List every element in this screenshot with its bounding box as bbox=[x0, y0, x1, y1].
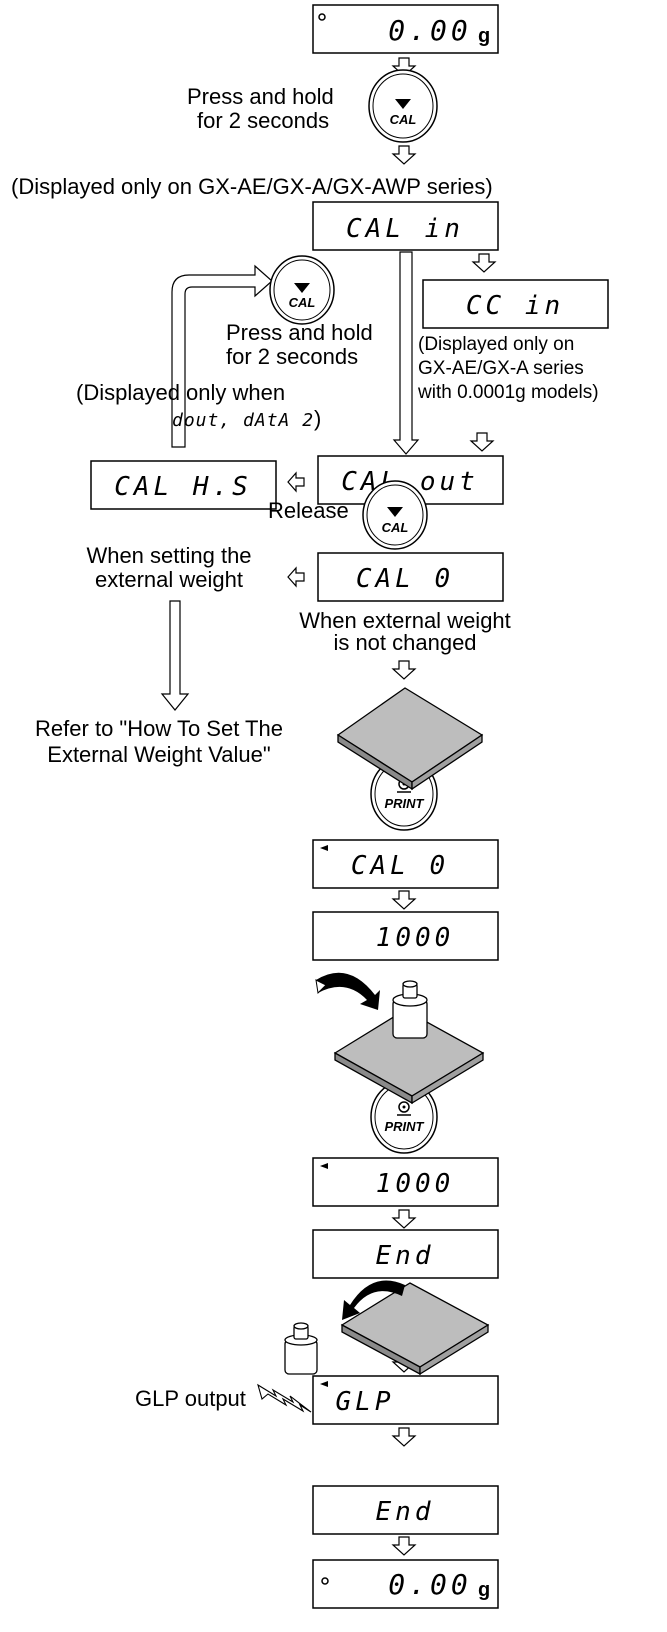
press-hold-label-line2: for 2 seconds bbox=[197, 108, 330, 133]
press-hold2-label-line2: for 2 seconds bbox=[226, 344, 359, 369]
display-zero-top: 0.00 g bbox=[312, 4, 499, 54]
cc-note-line2: GX-AE/GX-A series bbox=[418, 358, 584, 379]
long-down-arrow-icon bbox=[160, 600, 190, 711]
down-arrow-icon bbox=[392, 1209, 416, 1229]
display-cal-0-stable: CAL 0 bbox=[312, 839, 499, 889]
curved-arrow-icon bbox=[316, 972, 380, 1010]
display-weight-value: 1000 bbox=[312, 911, 499, 961]
cc-note-line1: (Displayed only on bbox=[418, 334, 575, 355]
display-cc-in: CC in bbox=[422, 279, 609, 329]
svg-text:1000: 1000 bbox=[376, 1169, 455, 1199]
cal-key[interactable]: CAL bbox=[368, 69, 438, 143]
left-arrow-icon bbox=[287, 472, 305, 492]
weight-placing-illustration bbox=[315, 972, 485, 1105]
display-cal-0: CAL 0 bbox=[317, 552, 504, 602]
svg-text:End: End bbox=[376, 1497, 435, 1527]
weight-removing-illustration bbox=[284, 1280, 490, 1376]
output-signal-icon bbox=[257, 1383, 312, 1413]
print-symbol-icon bbox=[398, 1101, 410, 1113]
display-zero-bottom: 0.00 g bbox=[312, 1559, 499, 1609]
not-changed-label-line2: is not changed bbox=[333, 630, 477, 655]
svg-text:g: g bbox=[478, 25, 490, 47]
his-note-close: ) bbox=[314, 406, 322, 431]
svg-text:CAL: CAL bbox=[289, 295, 316, 310]
svg-text:CAL H.S: CAL H.S bbox=[114, 472, 252, 502]
press-hold-label-line1: Press and hold bbox=[187, 84, 334, 109]
left-arrow-icon bbox=[287, 567, 305, 587]
his-note-line2: dout, dAtA 2) bbox=[172, 408, 321, 432]
svg-text:CAL in: CAL in bbox=[346, 214, 464, 244]
svg-text:CAL: CAL bbox=[382, 520, 409, 535]
triangle-down-icon bbox=[294, 283, 310, 293]
display-end-1: End bbox=[312, 1229, 499, 1279]
display-glp: GLP bbox=[312, 1375, 499, 1425]
refer-label-line2: External Weight Value" bbox=[47, 742, 271, 767]
down-arrow-icon bbox=[392, 1427, 416, 1447]
print-key[interactable]: PRINT bbox=[370, 1080, 438, 1154]
display-cal-in: CAL in bbox=[312, 201, 499, 251]
curved-arrow-icon bbox=[342, 1280, 405, 1320]
display-end-2: End bbox=[312, 1485, 499, 1535]
cal-key[interactable]: CAL bbox=[269, 255, 335, 325]
triangle-down-icon bbox=[395, 99, 411, 109]
down-arrow-icon bbox=[470, 432, 494, 452]
svg-text:CAL: CAL bbox=[390, 112, 417, 127]
his-note-line1: (Displayed only when bbox=[76, 380, 286, 405]
svg-text:PRINT: PRINT bbox=[385, 796, 425, 811]
return-loop-arrow-icon bbox=[171, 264, 273, 448]
svg-text:GLP: GLP bbox=[336, 1387, 395, 1417]
glp-output-label: GLP output bbox=[135, 1386, 246, 1411]
refer-label-line1: Refer to "How To Set The bbox=[35, 716, 283, 741]
down-arrow-icon bbox=[392, 660, 416, 680]
ae-a-awp-note: (Displayed only on GX-AE/GX-A/GX-AWP ser… bbox=[11, 174, 493, 199]
calibration-weight-icon bbox=[392, 980, 428, 1039]
display-cal-his: CAL H.S bbox=[90, 460, 277, 510]
svg-text:0.00: 0.00 bbox=[388, 1568, 471, 1601]
down-arrow-icon bbox=[472, 253, 496, 273]
svg-text:CC in: CC in bbox=[466, 291, 564, 321]
svg-text:0.00: 0.00 bbox=[388, 14, 471, 47]
svg-text:1000: 1000 bbox=[376, 923, 455, 953]
down-arrow-icon bbox=[392, 1536, 416, 1556]
display-weight-value-stable: 1000 bbox=[312, 1157, 499, 1207]
ext-weight-label-line2: external weight bbox=[95, 567, 243, 592]
down-arrow-icon bbox=[392, 890, 416, 910]
release-label: Release bbox=[268, 498, 349, 523]
press-hold2-label-line1: Press and hold bbox=[226, 320, 373, 345]
ext-weight-label-line1: When setting the bbox=[86, 543, 252, 568]
triangle-down-icon bbox=[387, 507, 403, 517]
calibration-weight-icon bbox=[284, 1322, 318, 1375]
svg-text:PRINT: PRINT bbox=[385, 1119, 425, 1134]
svg-text:CAL 0: CAL 0 bbox=[356, 564, 454, 594]
cal-key[interactable]: CAL bbox=[362, 480, 428, 550]
his-note-seg: dout, dAtA 2 bbox=[172, 410, 315, 431]
weighing-pan-illustration bbox=[336, 687, 484, 791]
svg-text:g: g bbox=[478, 1579, 490, 1601]
cc-note-line3: with 0.0001g models) bbox=[418, 382, 599, 403]
long-down-arrow-icon bbox=[392, 251, 420, 455]
svg-text:CAL 0: CAL 0 bbox=[351, 851, 449, 881]
down-arrow-icon bbox=[392, 145, 416, 165]
not-changed-label-line1: When external weight bbox=[299, 608, 511, 633]
svg-text:End: End bbox=[376, 1241, 435, 1271]
